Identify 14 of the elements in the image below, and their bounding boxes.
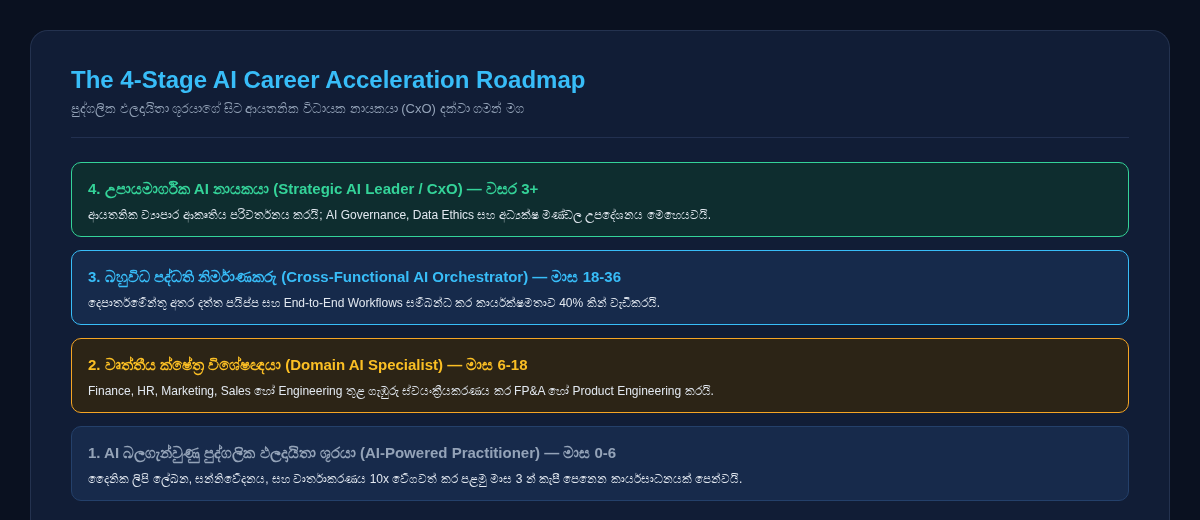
stage-heading: 3. බහුවිධ පද්ධති නිර්මාණකරු (Cross-Functional AI Orchestrator) — මාස 18-36 [88, 267, 622, 287]
stage-description: දෙපාර්තමේන්තු අතර දත්ත පයිප්ප සහ End-to-End Workflows සම්බන්ධ කර කාර්යක්ෂමතාව 40% කින් වැඩිකරයි. [88, 295, 661, 312]
stage-box [71, 250, 1129, 325]
stage-description: Finance, HR, Marketing, Sales හෝ Engineering තුළ ගැඹුරු ස්වයංක්‍රීයකරණය කර FP&A හෝ Product Engineering කරයි. [88, 383, 714, 400]
stage-description: ආයතනික ව්‍යාපාර ආකෘතිය පරිවර්තනය කරයි; AI Governance, Data Ethics සහ අධ්‍යක්ෂ මණ්ඩල උපදේශනය මෙහෙයවයි. [88, 207, 712, 224]
stage-box [71, 162, 1129, 237]
stage-heading: 2. වෘත්තීය ක්ෂේත්‍ර විශේෂඥයා (Domain AI Specialist) — මාස 6-18 [88, 355, 528, 375]
stage-heading: 4. උපායමාර්ගික AI නායකයා (Strategic AI Leader / CxO) — වසර 3+ [88, 179, 539, 199]
stage-heading: 1. AI බලගැන්වුණු පුද්ගලික ඵලදායිතා ශූරයා (AI-Powered Practitioner) — මාස 0-6 [88, 443, 617, 463]
stage-box [71, 426, 1129, 501]
stage-box [71, 338, 1129, 413]
stage-description: දෛනික ලිපි ලේඛන, සන්නිවේදනය, සහ වාර්තාකරණය 10x වේගවත් කර පළමු මාස 3 න් කැපී පෙනෙන කාර්යසාධනයක් පෙන්වයි. [88, 471, 743, 488]
title: The 4-Stage AI Career Acceleration Roadmap [71, 65, 586, 95]
subtitle: පුද්ගලික ඵලදායිතා ශූරයාගේ සිට ආයතනික විධායක නායකයා (CxO) දක්වා ගමන් මග [71, 100, 524, 118]
